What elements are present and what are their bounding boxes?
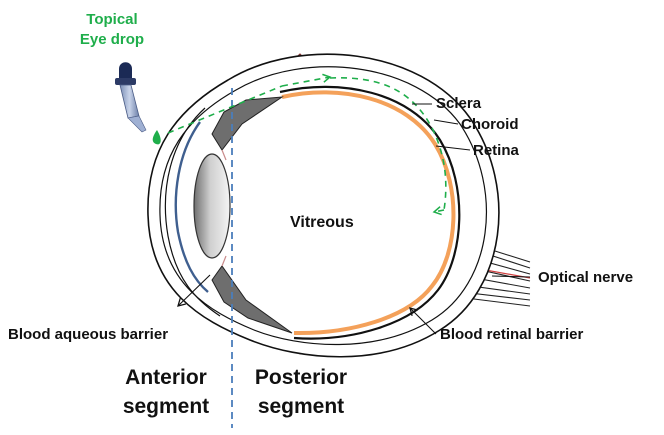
drug-pathway <box>167 73 447 216</box>
optical-nerve-label: Optical nerve <box>538 269 633 286</box>
droplet-icon <box>152 130 161 145</box>
topical-label-line1: Topical <box>86 11 137 28</box>
eye-dropper-icon <box>115 62 147 133</box>
cornea-blue <box>174 121 209 293</box>
sclera-label: Sclera <box>436 95 482 112</box>
lens <box>193 153 231 259</box>
blood-aqueous-barrier-label: Blood aqueous barrier <box>8 326 168 343</box>
posterior-segment-label-line2: segment <box>258 395 344 418</box>
posterior-segment-label-line1: Posterior <box>255 366 347 389</box>
cornea-outer <box>164 107 221 317</box>
vitreous-label: Vitreous <box>290 214 354 231</box>
choroid <box>279 85 461 340</box>
blood-retinal-barrier-label: Blood retinal barrier <box>440 326 584 343</box>
topical-label-line2: Eye drop <box>80 31 144 48</box>
anterior-segment-label-line1: Anterior <box>125 366 207 389</box>
retina-label: Retina <box>473 142 520 159</box>
anterior-segment-label-line2: segment <box>123 395 209 418</box>
choroid-label: Choroid <box>461 116 519 133</box>
sclera-inner <box>159 66 487 346</box>
retina <box>281 90 456 336</box>
leader-lines <box>177 103 531 335</box>
eyeball <box>147 53 500 358</box>
